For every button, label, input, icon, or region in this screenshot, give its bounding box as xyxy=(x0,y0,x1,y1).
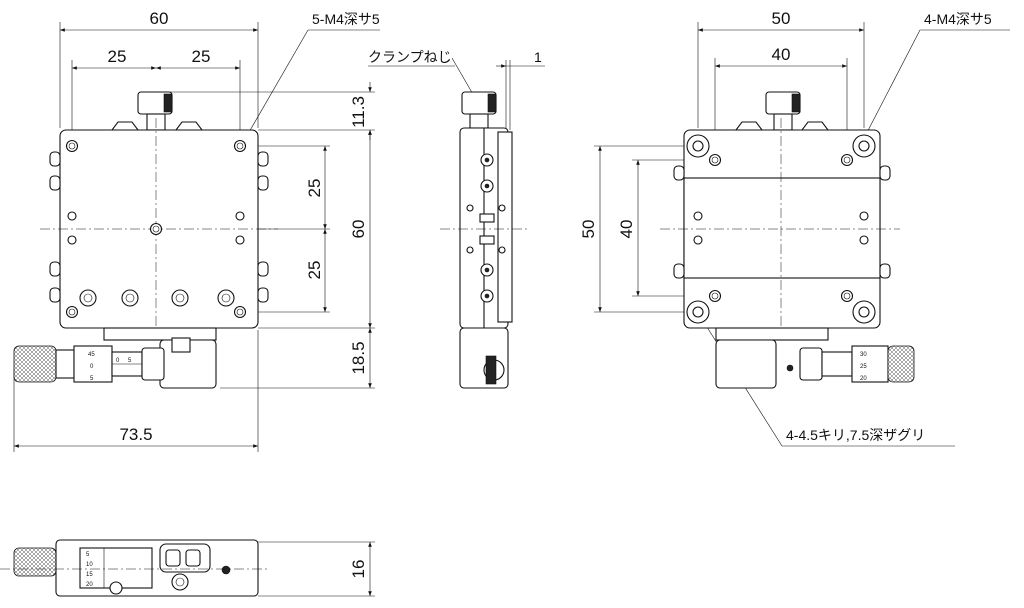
bottom-view: 16 5 10 15 20 xyxy=(0,539,375,597)
dim-back-inner-width: 40 xyxy=(772,45,791,64)
dim-bottom-thickness: 16 xyxy=(349,560,368,579)
bottom-scale-4: 20 xyxy=(86,582,93,588)
back-scale-2: 25 xyxy=(860,364,867,370)
dim-front-vpitch-top: 25 xyxy=(305,179,324,198)
back-tapped-holes xyxy=(708,153,854,303)
back-micrometer: 30 25 20 xyxy=(799,345,915,383)
back-tap-note: 4-M4深サ5 xyxy=(924,11,992,27)
front-counterbores xyxy=(79,289,235,307)
dim-front-pitch-right: 25 xyxy=(192,47,211,66)
front-scale-5: 5 xyxy=(128,358,132,364)
dim-back-inner-height: 40 xyxy=(617,220,636,239)
dim-front-vpitch-bottom: 25 xyxy=(305,261,324,280)
dim-front-total-width: 73.5 xyxy=(119,425,152,444)
bottom-scale-3: 15 xyxy=(86,572,93,578)
dim-front-micrometer-offset: 18.5 xyxy=(349,341,368,374)
side-clamp-label: クランプねじ xyxy=(368,49,452,65)
front-scale-2: 0 xyxy=(90,364,94,370)
front-scale-3: 5 xyxy=(90,376,94,382)
front-tapped-holes xyxy=(65,139,247,319)
back-view: 50 40 4-M4深サ5 50 40 4-4.5キリ,7.5深ザグリ xyxy=(579,9,1010,447)
bottom-scale-2: 10 xyxy=(86,562,93,568)
back-counterbore-note: 4-4.5キリ,7.5深ザグリ xyxy=(786,427,925,443)
dim-front-width: 60 xyxy=(150,9,169,28)
dim-front-pitch-left: 25 xyxy=(108,47,127,66)
dim-front-height: 60 xyxy=(349,220,368,239)
back-scale-3: 20 xyxy=(860,376,867,382)
bottom-scale-1: 5 xyxy=(86,552,90,558)
back-counterbores xyxy=(686,134,876,324)
front-scale-1: 45 xyxy=(88,352,95,358)
dim-back-width: 50 xyxy=(772,9,791,28)
front-scale-4: 0 xyxy=(116,358,120,364)
front-view: 60 25 25 5-M4深サ5 11.3 25 25 60 18.5 7 xyxy=(13,9,380,452)
front-tap-note: 5-M4深サ5 xyxy=(312,11,380,27)
dim-front-knob-offset: 11.3 xyxy=(349,96,368,128)
back-scale-1: 30 xyxy=(860,352,867,358)
side-view: クランプねじ 1 xyxy=(368,49,545,389)
dim-back-height: 50 xyxy=(579,220,598,239)
side-gap-label: 1 xyxy=(534,49,542,65)
front-micrometer: 45 0 5 0 5 xyxy=(13,345,165,383)
